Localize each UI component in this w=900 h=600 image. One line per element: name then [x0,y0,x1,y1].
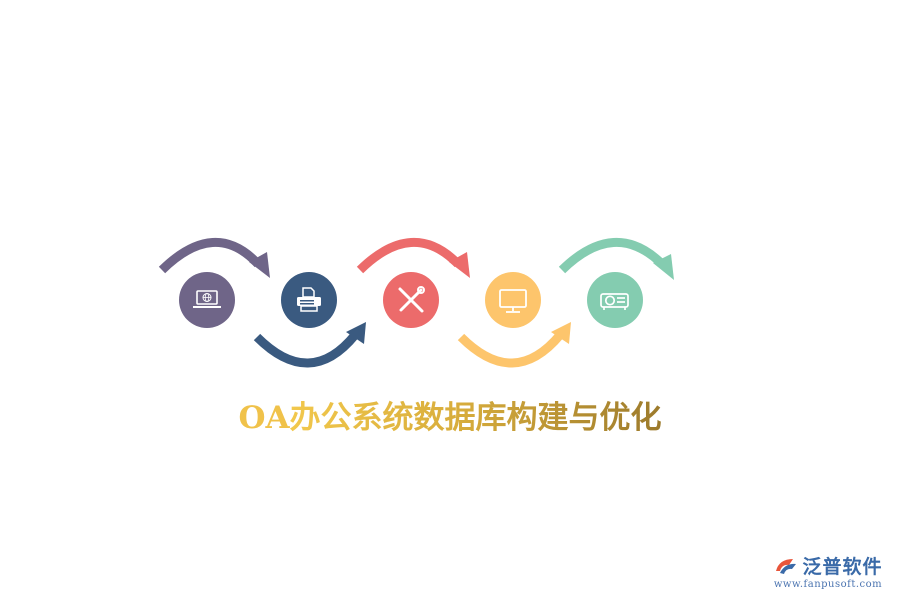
arrow-2 [253,322,366,368]
step-5 [587,272,643,328]
title-main: 办公系统数据库构建与优化 [289,400,662,436]
step-1 [179,272,235,328]
arrow-4 [457,322,571,368]
brand-mark-icon [776,558,797,574]
brand-url: www.fanpusoft.com [773,579,883,590]
wrench-screwdriver-icon [398,286,425,313]
step-4 [485,272,541,328]
step-2 [281,272,337,328]
brand-name: 泛普软件 [802,556,883,578]
arrow-1 [158,238,270,278]
projector-icon [600,293,629,310]
laptop-globe-icon [193,290,221,308]
diagram-title: OA办公系统数据库构建与优化 [0,392,900,437]
arrow-3 [356,238,470,278]
title-prefix: OA [238,400,290,436]
printer-icon [297,287,321,312]
brand-logo: 泛普软件 www.fanpusoft.com [768,552,888,590]
arrow-5 [558,238,674,280]
step-3 [383,272,439,328]
monitor-icon [499,289,527,313]
